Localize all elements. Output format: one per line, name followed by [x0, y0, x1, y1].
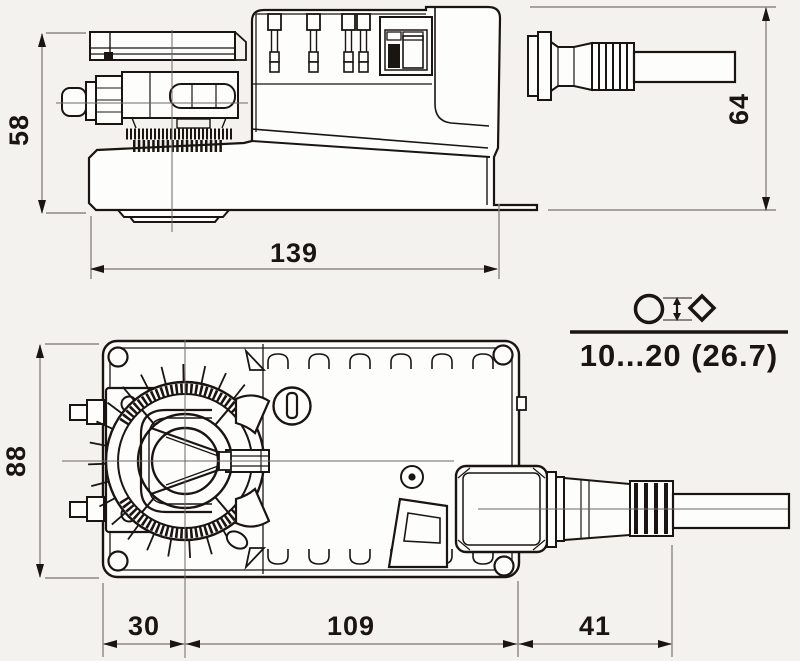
side-body-internal-lines — [251, 8, 491, 205]
cable-side — [632, 50, 737, 84]
clamp-washer — [85, 81, 97, 121]
arrow-right-icon — [170, 640, 184, 648]
shaft-height-adjust-icon — [663, 297, 692, 321]
push-button — [400, 465, 424, 489]
arrow-left-icon — [186, 640, 200, 648]
terminal-pin — [306, 13, 321, 73]
manual-override-button — [272, 386, 312, 426]
side-view: 58 64 139 — [4, 5, 776, 279]
clamp-screw-cylinder — [169, 83, 236, 109]
clamp-spokes — [141, 409, 229, 513]
shaft-range-label: 10...20 (26.7) — [580, 338, 778, 373]
rotation-wedge-top — [234, 394, 271, 435]
shaft-clamp-side — [61, 71, 239, 129]
v-clamp-jaws — [150, 426, 228, 496]
pointer-end — [225, 530, 249, 550]
arrow-up-icon — [36, 344, 44, 358]
top-view: 88 30 109 41 — [1, 339, 791, 658]
dip-switch-block — [379, 16, 433, 76]
base-foot — [115, 209, 232, 223]
rotation-wedge-bottom — [234, 487, 271, 528]
top-centerlines — [62, 340, 788, 658]
dim-bottom-chain: 30 109 41 — [102, 545, 673, 657]
switch-slider — [388, 44, 400, 68]
knurled-gear — [126, 128, 232, 152]
dim-139-label: 139 — [270, 238, 318, 268]
scallop-row-top — [267, 353, 494, 369]
side-tab — [516, 396, 527, 411]
terminal-pin — [341, 13, 356, 73]
knurl-arc-bottom — [119, 495, 251, 539]
arrow-right-icon — [658, 640, 672, 648]
dim-58-label: 58 — [4, 114, 34, 146]
pointer-lever — [387, 497, 449, 569]
terminal-pin — [356, 13, 371, 73]
terminal-pin — [267, 13, 282, 73]
shaft-size-note: 10...20 (26.7) — [570, 293, 788, 373]
arrow-down-icon — [36, 564, 44, 578]
arrow-right-icon — [503, 640, 517, 648]
dim-88-label: 88 — [1, 445, 31, 477]
shaft-studs — [69, 399, 105, 522]
dim-64: 64 — [530, 6, 776, 211]
position-scale-ticks — [88, 363, 246, 558]
dim-41-label: 41 — [579, 611, 611, 641]
square-shaft-icon — [687, 293, 717, 323]
arrow-right-icon — [484, 265, 498, 273]
round-shaft-icon — [633, 293, 665, 325]
dim-64-label: 64 — [724, 93, 754, 125]
arrow-left-icon — [519, 640, 533, 648]
anti-rotation-bracket — [89, 31, 247, 61]
dim-139: 139 — [90, 204, 500, 279]
dim-109-label: 109 — [327, 611, 375, 641]
dim-30-label: 30 — [128, 611, 160, 641]
clamp-bolt — [61, 87, 87, 117]
arrow-left-icon — [90, 265, 104, 273]
arrow-up-icon — [762, 7, 770, 21]
terminal-pins — [267, 13, 371, 73]
knurl-arc-top — [119, 383, 251, 427]
cable-gland-side — [527, 31, 737, 101]
arrow-up-icon — [38, 33, 46, 47]
side-centerlines — [56, 30, 248, 232]
dim-58: 58 — [4, 32, 86, 214]
arrow-left-icon — [103, 640, 117, 648]
corner-screws — [107, 344, 515, 577]
cable-top — [671, 492, 791, 530]
panel-bevel-top — [244, 348, 267, 371]
arrow-down-icon — [762, 197, 770, 211]
arrow-down-icon — [38, 200, 46, 214]
panel-bevel-bottom — [244, 547, 267, 570]
dim-88: 88 — [1, 343, 99, 579]
